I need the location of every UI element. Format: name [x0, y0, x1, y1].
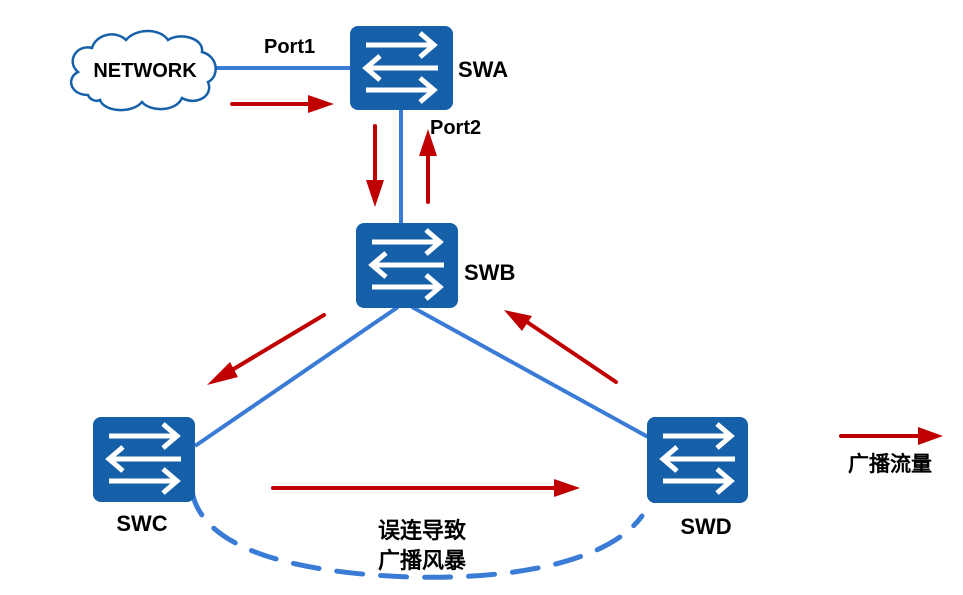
- switch-swd-label: SWD: [680, 514, 731, 539]
- port1-label: Port1: [264, 36, 315, 58]
- loop-note-line2: 广播风暴: [378, 548, 467, 574]
- link-swb-swc: [193, 305, 400, 448]
- link-swb-swd: [411, 305, 649, 439]
- network-cloud: NETWORK: [69, 29, 217, 112]
- broadcast-arrow-swd-to-swb: [504, 310, 618, 384]
- cloud-label: NETWORK: [93, 60, 197, 82]
- broadcast-arrow-swb-to-swa: [419, 129, 437, 204]
- switch-swc[interactable]: [93, 417, 195, 502]
- switch-swa[interactable]: [350, 26, 453, 110]
- red-arrow-icon: [839, 427, 943, 445]
- broadcast-arrow-swb-to-swc: [207, 313, 326, 385]
- cloud-icon: [69, 29, 217, 112]
- misconnection-loop-link: [189, 488, 645, 580]
- legend-label: 广播流量: [848, 452, 932, 476]
- switch-swa-label: SWA: [458, 57, 508, 82]
- port2-label: Port2: [430, 117, 481, 139]
- legend: 广播流量: [839, 427, 943, 476]
- switch-swd[interactable]: [647, 417, 748, 503]
- switch-swb[interactable]: [356, 223, 458, 308]
- broadcast-arrow-swa-to-swb: [366, 124, 384, 207]
- broadcast-arrow-network-to-swa: [230, 95, 334, 113]
- switch-swc-label: SWC: [116, 511, 167, 536]
- loop-note-line1: 误连导致: [378, 518, 467, 544]
- broadcast-arrow-swc-to-swd: [271, 479, 580, 497]
- switch-swb-label: SWB: [464, 260, 515, 285]
